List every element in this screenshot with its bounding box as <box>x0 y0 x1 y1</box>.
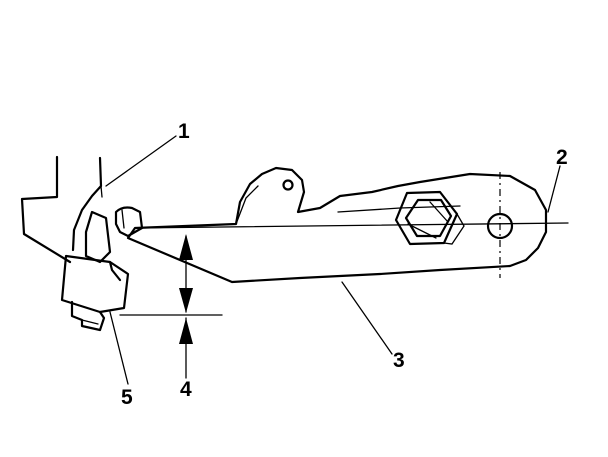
leader-3 <box>341 281 393 355</box>
callout-5: 5 <box>121 386 133 409</box>
pivot-hole <box>486 172 514 278</box>
leader-5 <box>109 311 129 385</box>
switch-plunger <box>114 206 144 238</box>
switch-body <box>60 210 130 332</box>
callout-1: 1 <box>178 120 190 143</box>
hex-nut <box>394 190 465 246</box>
pedal-arm <box>126 166 548 284</box>
leader-lines <box>105 135 561 385</box>
callout-3: 3 <box>393 349 405 372</box>
leader-1 <box>105 135 177 187</box>
callout-4: 4 <box>180 378 192 401</box>
callout-2: 2 <box>556 146 568 169</box>
reference-line <box>134 222 569 229</box>
leader-2 <box>547 165 561 213</box>
clearance-dimension <box>119 234 223 379</box>
frame-bracket <box>20 155 103 264</box>
